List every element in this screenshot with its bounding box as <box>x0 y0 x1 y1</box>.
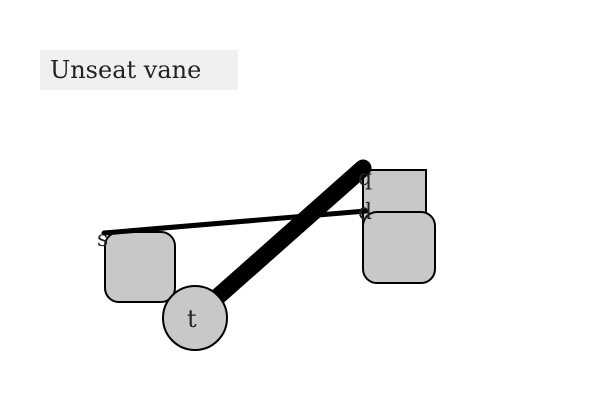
left-rounded-block[interactable] <box>104 231 176 303</box>
instruction-label: Unseat vane <box>40 50 238 90</box>
thin-link <box>101 208 369 236</box>
thick-link <box>196 159 372 317</box>
label-q: q <box>358 166 372 191</box>
right-rounded-block[interactable] <box>362 211 436 284</box>
label-s: s <box>97 227 108 252</box>
circle-node[interactable] <box>162 285 228 351</box>
label-t: t <box>187 305 197 333</box>
label-d: d <box>358 200 372 225</box>
